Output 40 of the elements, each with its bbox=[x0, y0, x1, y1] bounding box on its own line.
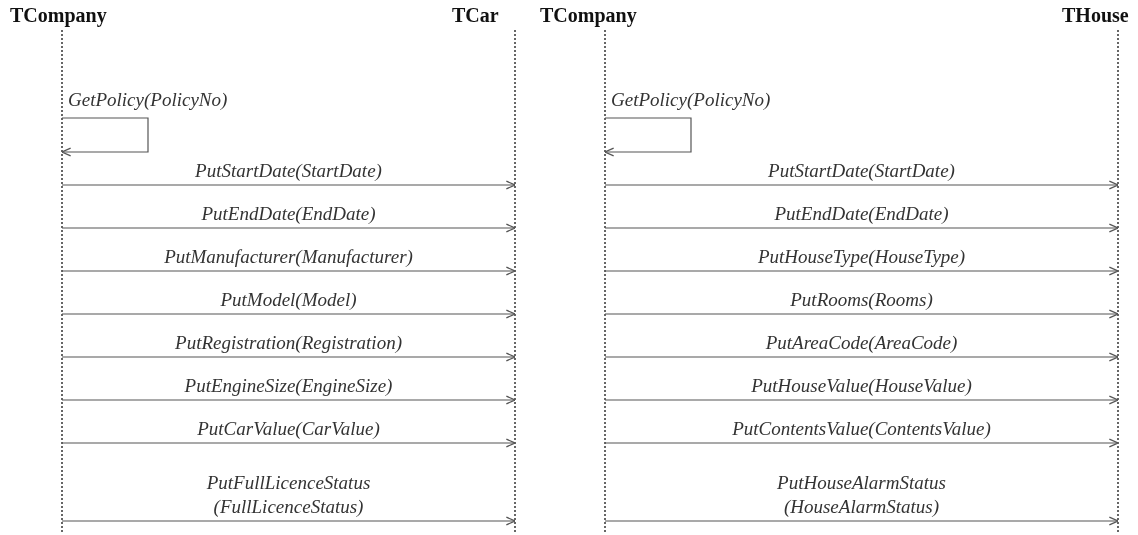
message-label: PutEndDate(EndDate) bbox=[200, 202, 377, 226]
message-label: GetPolicy(PolicyNo) bbox=[611, 88, 771, 112]
message-arrow bbox=[604, 516, 1119, 526]
message-label: PutManufacturer(Manufacturer) bbox=[163, 245, 414, 269]
message-arrow bbox=[604, 438, 1119, 448]
message-arrow bbox=[61, 516, 516, 526]
self-message-arrow bbox=[61, 117, 149, 157]
message-label: PutModel(Model) bbox=[219, 288, 358, 312]
message-arrow bbox=[61, 438, 516, 448]
message-label: PutHouseValue(HouseValue) bbox=[750, 374, 973, 398]
message-label: PutRegistration(Registration) bbox=[174, 331, 403, 355]
message-label: PutAreaCode(AreaCode) bbox=[764, 331, 959, 355]
message-label: PutHouseAlarmStatus (HouseAlarmStatus) bbox=[776, 471, 947, 519]
message-label: PutStartDate(StartDate) bbox=[767, 159, 956, 183]
message-label: PutCarValue(CarValue) bbox=[196, 417, 381, 441]
message-arrow bbox=[61, 309, 516, 319]
object-name: TCompany bbox=[10, 4, 107, 27]
message-label: PutContentsValue(ContentsValue) bbox=[731, 417, 992, 441]
message-arrow bbox=[604, 352, 1119, 362]
message-arrow bbox=[61, 223, 516, 233]
self-message-arrow bbox=[604, 117, 692, 157]
message-arrow bbox=[61, 395, 516, 405]
message-label: PutHouseType(HouseType) bbox=[756, 245, 967, 269]
message-arrow bbox=[61, 352, 516, 362]
message-arrow bbox=[604, 266, 1119, 276]
message-arrow bbox=[604, 223, 1119, 233]
message-arrow bbox=[604, 309, 1119, 319]
message-arrow bbox=[604, 180, 1119, 190]
message-arrow bbox=[61, 180, 516, 190]
message-arrow bbox=[604, 395, 1119, 405]
message-label: PutEndDate(EndDate) bbox=[773, 202, 950, 226]
object-name: TCompany bbox=[540, 4, 637, 27]
message-label: PutRooms(Rooms) bbox=[789, 288, 934, 312]
object-name: TCar bbox=[452, 4, 499, 27]
message-label: PutStartDate(StartDate) bbox=[194, 159, 383, 183]
message-label: PutEngineSize(EngineSize) bbox=[183, 374, 394, 398]
message-label: GetPolicy(PolicyNo) bbox=[68, 88, 228, 112]
message-arrow bbox=[61, 266, 516, 276]
message-label: PutFullLicenceStatus (FullLicenceStatus) bbox=[205, 471, 372, 519]
object-name: THouse bbox=[1062, 4, 1129, 27]
